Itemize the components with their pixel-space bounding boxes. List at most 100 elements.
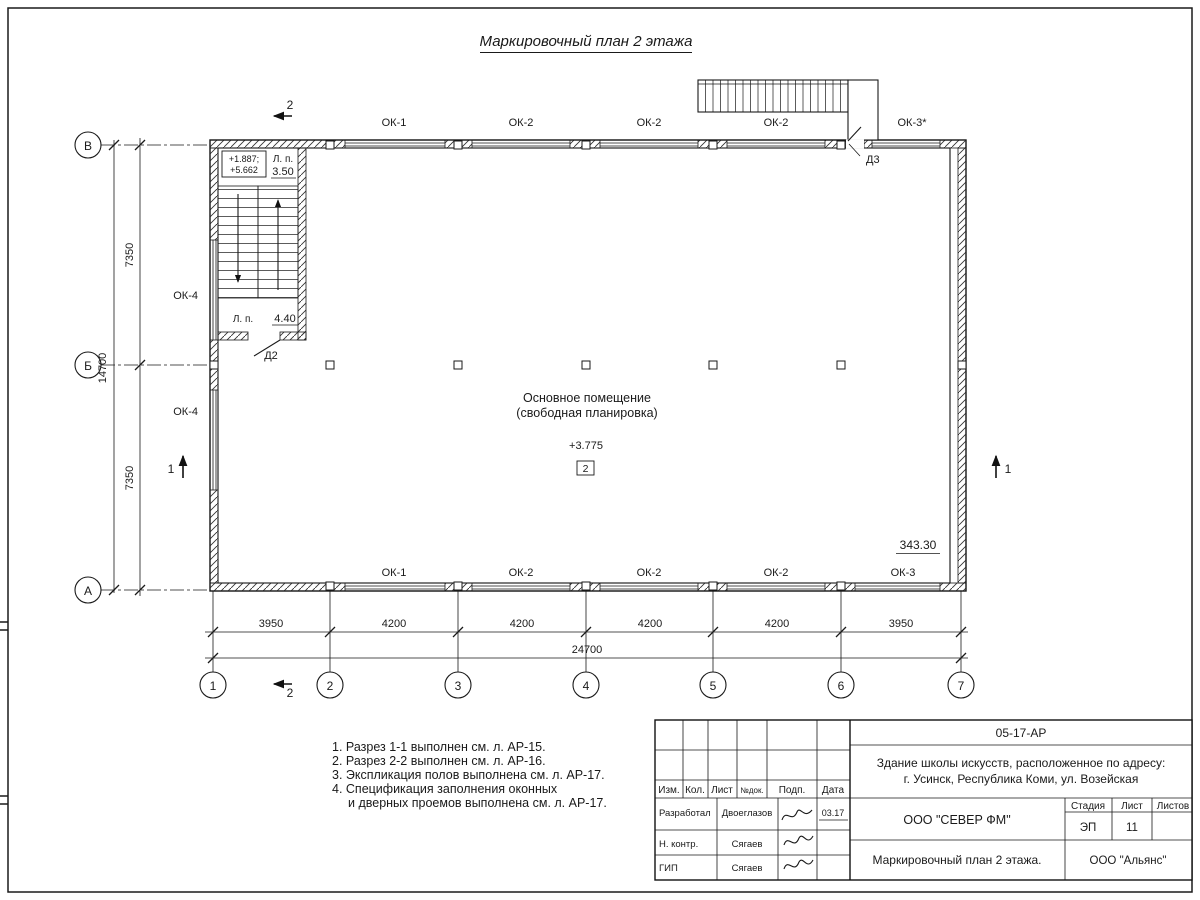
window-label-bottom-4: ОК-2 <box>764 567 789 579</box>
axis-circle-7 <box>947 671 975 699</box>
room-name-line1: Основное помещение <box>523 391 651 405</box>
landing-label-top: Л. п. <box>273 154 293 165</box>
dim-bottom-5: 4200 <box>765 618 789 630</box>
dim-ticks-left <box>108 139 146 596</box>
tb-project-line2: г. Усинск, Республика Коми, ул. Возейска… <box>904 772 1139 786</box>
room-labels: Основное помещение (свободная планировка… <box>516 391 940 554</box>
tb-company2: ООО "Альянс" <box>1090 855 1167 867</box>
door-d3-leaf <box>847 126 862 142</box>
tb-header-podp: Подп. <box>779 785 806 796</box>
tb-project-line1: Здание школы искусств, расположенное по … <box>877 756 1166 770</box>
axis-circle-2 <box>316 671 344 699</box>
door-d3-label: Д3 <box>866 154 880 166</box>
tb-date-1: 03.17 <box>822 808 845 818</box>
dim-bottom-total: 24700 <box>572 644 603 656</box>
windows-top-glazing <box>345 142 940 147</box>
window-label-left-2: ОК-4 <box>173 406 198 418</box>
dim-bottom-4: 4200 <box>638 618 662 630</box>
tb-name-1: Двоеглазов <box>722 808 773 819</box>
sheet-frame <box>0 7 1193 893</box>
dimensions-left: 7350 7350 14700 <box>97 138 146 596</box>
tb-name-2: Сягаев <box>732 839 763 850</box>
dim-left-total: 14700 <box>97 353 109 384</box>
tb-header-list: Лист <box>711 785 733 796</box>
tb-sheet-value: 11 <box>1126 822 1138 834</box>
stair-wall-bottom-left <box>217 331 249 341</box>
axis-circle-a <box>74 576 102 604</box>
windows-left-glazing <box>212 240 217 490</box>
tb-stage-header: Стадия <box>1071 801 1105 812</box>
stair-wall-right <box>297 147 307 341</box>
axis-label-2: 2 <box>327 679 334 693</box>
axis-label-4: 4 <box>583 679 590 693</box>
axis-circle-4 <box>572 671 600 699</box>
axis-label-1: 1 <box>210 679 217 693</box>
windows-bottom-glazing <box>345 585 940 590</box>
axis-label-v: В <box>84 139 92 153</box>
frame-border <box>7 7 1193 893</box>
tb-company: ООО "СЕВЕР ФМ" <box>903 813 1010 827</box>
tb-stage-value: ЭП <box>1080 822 1097 834</box>
signature-3 <box>783 859 814 870</box>
external-stair: Д3 <box>697 79 880 166</box>
room-number: 2 <box>583 463 589 475</box>
note-4-continued: и дверных проемов выполнена см. л. АР-17… <box>348 796 607 810</box>
elevation-value-2: +5.662 <box>230 165 258 175</box>
axis-circle-3 <box>444 671 472 699</box>
signature-1 <box>781 809 813 821</box>
note-4: 4. Спецификация заполнения оконных <box>332 782 558 796</box>
window-label-bottom-2: ОК-2 <box>509 567 534 579</box>
section-1-label-left: 1 <box>168 462 175 476</box>
window-label-top-3: ОК-2 <box>637 117 662 129</box>
window-label-bottom-5: ОК-3 <box>891 567 916 579</box>
tb-role-3: ГИП <box>659 863 678 874</box>
external-stair-landing <box>847 79 879 141</box>
elevation-value-1: +1.887; <box>229 154 259 164</box>
axis-circle-v <box>74 131 102 159</box>
tb-header-data: Дата <box>822 785 845 796</box>
external-stair-flight <box>697 79 849 113</box>
stair-wall-bottom-right <box>279 331 307 341</box>
dim-left-2: 7350 <box>124 466 136 490</box>
dim-left-1: 7350 <box>124 243 136 267</box>
tb-role-2: Н. контр. <box>659 839 698 850</box>
axis-circle-5 <box>699 671 727 699</box>
axis-leader-lines-left <box>101 144 210 591</box>
section-marks: 1 1 2 2 <box>168 98 1012 700</box>
section-1-label-right: 1 <box>1005 462 1012 476</box>
window-label-bottom-1: ОК-1 <box>382 567 407 579</box>
axis-label-6: 6 <box>838 679 845 693</box>
axis-circle-6 <box>827 671 855 699</box>
title-block-left-rows <box>655 749 850 856</box>
dimensions-bottom: 3950 4200 4200 4200 4200 3950 24700 <box>205 618 968 664</box>
window-label-left-1: ОК-4 <box>173 290 198 302</box>
door-d2-label: Д2 <box>264 350 278 362</box>
landing-value-bottom: 4.40 <box>274 313 295 325</box>
notes: 1. Разрез 1-1 выполнен см. л. АР-15. 2. … <box>332 740 607 810</box>
landing-label-bottom: Л. п. <box>233 314 253 325</box>
window-labels: ОК-1 ОК-2 ОК-2 ОК-2 ОК-3* ОК-1 ОК-2 ОК-2… <box>173 117 927 579</box>
section-2-label-bottom: 2 <box>287 686 294 700</box>
window-label-top-1: ОК-1 <box>382 117 407 129</box>
tb-sheet-header: Лист <box>1121 801 1143 812</box>
tb-doc-code: 05-17-АР <box>996 726 1047 740</box>
tb-header-kol: Кол. <box>685 785 705 796</box>
axis-label-a: А <box>84 584 92 598</box>
axis-circle-b <box>74 351 102 379</box>
building <box>209 139 967 592</box>
window-label-bottom-3: ОК-2 <box>637 567 662 579</box>
elevation-box <box>221 150 267 178</box>
title-block-right-rows <box>850 744 1192 841</box>
page-title: Маркировочный план 2 этажа <box>480 33 693 50</box>
dim-bottom-1: 3950 <box>259 618 283 630</box>
note-1: 1. Разрез 1-1 выполнен см. л. АР-15. <box>332 740 546 754</box>
axes-left: В Б А <box>74 131 210 604</box>
dim-bottom-3: 4200 <box>510 618 534 630</box>
tb-drawing-name: Маркировочный план 2 этажа. <box>872 853 1041 867</box>
axis-label-b: Б <box>84 359 92 373</box>
dim-bottom-6: 3950 <box>889 618 913 630</box>
section-2-label-top: 2 <box>287 98 294 112</box>
tb-sheets-header: Листов <box>1157 801 1190 812</box>
room-name-line2: (свободная планировка) <box>516 406 657 420</box>
title-block-right-cols <box>1064 798 1153 880</box>
